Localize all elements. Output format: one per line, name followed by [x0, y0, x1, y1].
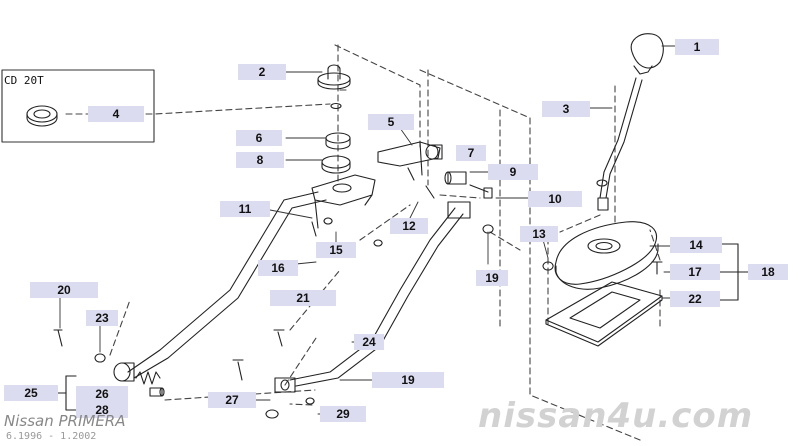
callout-25: 25: [4, 385, 58, 401]
callout-20: 20: [30, 282, 98, 298]
pivot-7: [425, 144, 443, 160]
group-bracket-25: [57, 375, 77, 411]
callout-5: 5: [368, 114, 414, 130]
watermark: nissan4u.com: [478, 396, 754, 436]
callout-10: 10: [528, 191, 582, 207]
callout-6: 6: [236, 130, 282, 146]
callout-22: 22: [670, 291, 720, 307]
spring: [135, 371, 161, 385]
callout-28: 28: [76, 402, 128, 418]
callout-13: 13: [520, 226, 558, 242]
inset-label: CD 20T: [4, 74, 44, 87]
select-lever-bracket: [311, 174, 376, 229]
linkage-9: [444, 171, 493, 199]
bolts: [53, 185, 663, 419]
rod-bushing-26: [113, 362, 135, 382]
model-years: 6.1996 - 1.2002: [6, 431, 97, 442]
inset-frame: [1, 69, 155, 143]
pin-28: [149, 387, 165, 397]
callout-4: 4: [88, 106, 144, 122]
shift-knob: [630, 33, 664, 75]
control-rod-lower: [289, 201, 471, 387]
callout-1: 1: [675, 39, 719, 55]
callout-12: 12: [390, 218, 428, 234]
model-name: Nissan PRIMERA: [4, 412, 126, 430]
cd20t-bushing: [26, 105, 58, 127]
callout-24: 24: [354, 334, 384, 350]
callout-11: 11: [220, 201, 270, 217]
callout-17: 17: [670, 264, 720, 280]
control-rod-upper: [127, 191, 327, 379]
bracket-5: [377, 141, 441, 181]
boot-cover: [554, 221, 659, 290]
seat-8: [321, 155, 351, 174]
callout-26: 26: [76, 386, 128, 402]
base-plate: [545, 281, 663, 347]
callout-16: 16: [258, 260, 298, 276]
callout-23: 23: [86, 310, 118, 326]
callout-8: 8: [236, 152, 284, 168]
callout-15: 15: [316, 242, 356, 258]
callout-19-lower: 19: [372, 372, 444, 388]
callout-19-upper: 19: [476, 270, 508, 286]
callout-18: 18: [748, 264, 788, 280]
callout-21: 21: [270, 290, 336, 306]
callout-7: 7: [456, 145, 486, 161]
lever-joint: [274, 377, 296, 393]
upper-mount: [317, 64, 351, 110]
callout-2: 2: [238, 64, 286, 80]
callout-29: 29: [320, 406, 366, 422]
shift-lever: [596, 77, 643, 211]
callout-3: 3: [542, 101, 590, 117]
callout-27: 27: [208, 392, 256, 408]
callout-9: 9: [488, 164, 538, 180]
callout-14: 14: [670, 237, 722, 253]
